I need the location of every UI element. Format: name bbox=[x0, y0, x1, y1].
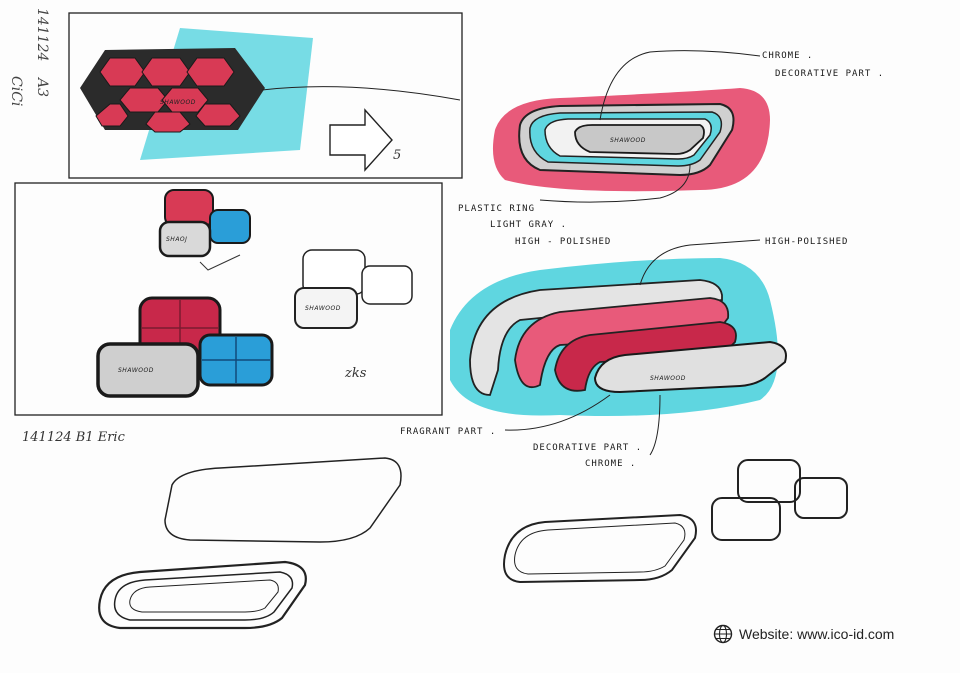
svg-text:SHAWOOD: SHAWOOD bbox=[160, 99, 196, 106]
mid-left-note: 141124 B1 Eric bbox=[22, 430, 125, 445]
size-note: A3 bbox=[34, 78, 50, 98]
initials-note: CiCi bbox=[8, 76, 24, 107]
svg-text:SHAOJ: SHAOJ bbox=[166, 236, 187, 243]
website-credit: Website: www.ico-id.com bbox=[713, 624, 894, 644]
decorative-part-label-2: DECORATIVE PART . bbox=[533, 443, 643, 453]
pink-ring-concept: SHAWOOD bbox=[492, 50, 770, 203]
decorative-part-label: DECORATIVE PART . bbox=[775, 69, 885, 79]
svg-text:SHAWOOD: SHAWOOD bbox=[650, 375, 686, 382]
website-text: Website: www.ico-id.com bbox=[739, 626, 895, 642]
svg-text:SHAWOOD: SHAWOOD bbox=[305, 305, 341, 312]
light-gray-label: LIGHT GRAY . bbox=[490, 220, 568, 230]
hex-concept-frame: SHAWOOD bbox=[68, 12, 463, 179]
high-polished-label: HIGH - POLISHED bbox=[515, 237, 612, 247]
svg-text:SHAWOOD: SHAWOOD bbox=[610, 137, 646, 144]
fragrant-part-label: FRAGRANT PART . bbox=[400, 427, 497, 437]
block-concept-frame: SHAOJ SHAWOOD SHAWOOD bbox=[14, 182, 443, 416]
arrow-mark: 5 bbox=[393, 148, 402, 163]
outline-sketches bbox=[98, 457, 848, 630]
chrome-label: CHROME . bbox=[762, 51, 814, 61]
signature: zks bbox=[345, 366, 367, 381]
svg-text:SHAWOOD: SHAWOOD bbox=[118, 367, 154, 374]
cyan-layered-concept: SHAWOOD bbox=[450, 239, 787, 456]
chrome-label-2: CHROME . bbox=[585, 459, 637, 469]
globe-icon bbox=[713, 624, 733, 644]
plastic-ring-label: PLASTIC RING bbox=[458, 204, 536, 214]
high-polished-label-2: HIGH-POLISHED bbox=[765, 237, 849, 247]
date-note: 141124 bbox=[34, 8, 50, 62]
